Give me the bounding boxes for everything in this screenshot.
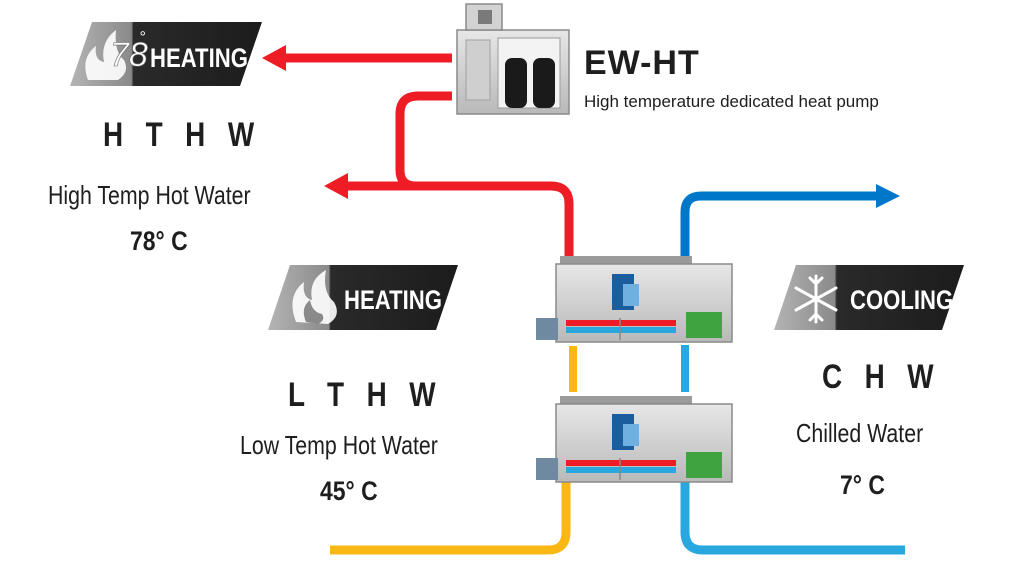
lthw-description: Low Temp Hot Water [240, 430, 438, 460]
lthw-abbreviation: L T H W [288, 376, 443, 414]
hthw-abbreviation: H T H W [103, 116, 262, 154]
hthw-temperature: 78° C [130, 226, 188, 256]
hthw-heating-badge: 78 ° HEATING [70, 22, 262, 86]
flame-icon [292, 270, 337, 324]
hthw-pipe-riser [344, 181, 574, 258]
chw-arrow [876, 184, 900, 208]
chw-description: Chilled Water [796, 418, 924, 448]
chiller-module-upper [536, 256, 733, 343]
hthw-arrow-upper [262, 45, 286, 71]
chw-temperature: 7° C [840, 470, 885, 500]
hthw-badge-label: HEATING [150, 44, 248, 74]
flame-icon [85, 30, 126, 80]
hthw-badge-degree: ° [139, 29, 146, 46]
hthw-badge-number: 78 [110, 36, 148, 74]
lthw-heating-badge: HEATING [268, 265, 458, 330]
lthw-temperature: 45° C [320, 476, 378, 506]
lthw-badge-label: HEATING [344, 286, 442, 316]
lthw-pipe-return [330, 478, 571, 555]
heat-pump-title: EW-HT [584, 44, 700, 82]
chw-pipe-supply [680, 191, 880, 258]
chw-cooling-badge: COOLING [774, 265, 964, 330]
chw-abbreviation: C H W [822, 358, 941, 396]
chiller-module-lower [536, 396, 733, 483]
heat-pump-unit [456, 3, 570, 115]
heat-pump-subtitle: High temperature dedicated heat pump [584, 92, 879, 111]
hthw-pipe-branch [395, 91, 452, 191]
chw-badge-label: COOLING [850, 286, 953, 316]
snowflake-icon [794, 274, 838, 324]
chw-pipe-return [680, 478, 905, 555]
hthw-arrow-lower [324, 173, 348, 199]
hthw-description: High Temp Hot Water [48, 180, 251, 210]
